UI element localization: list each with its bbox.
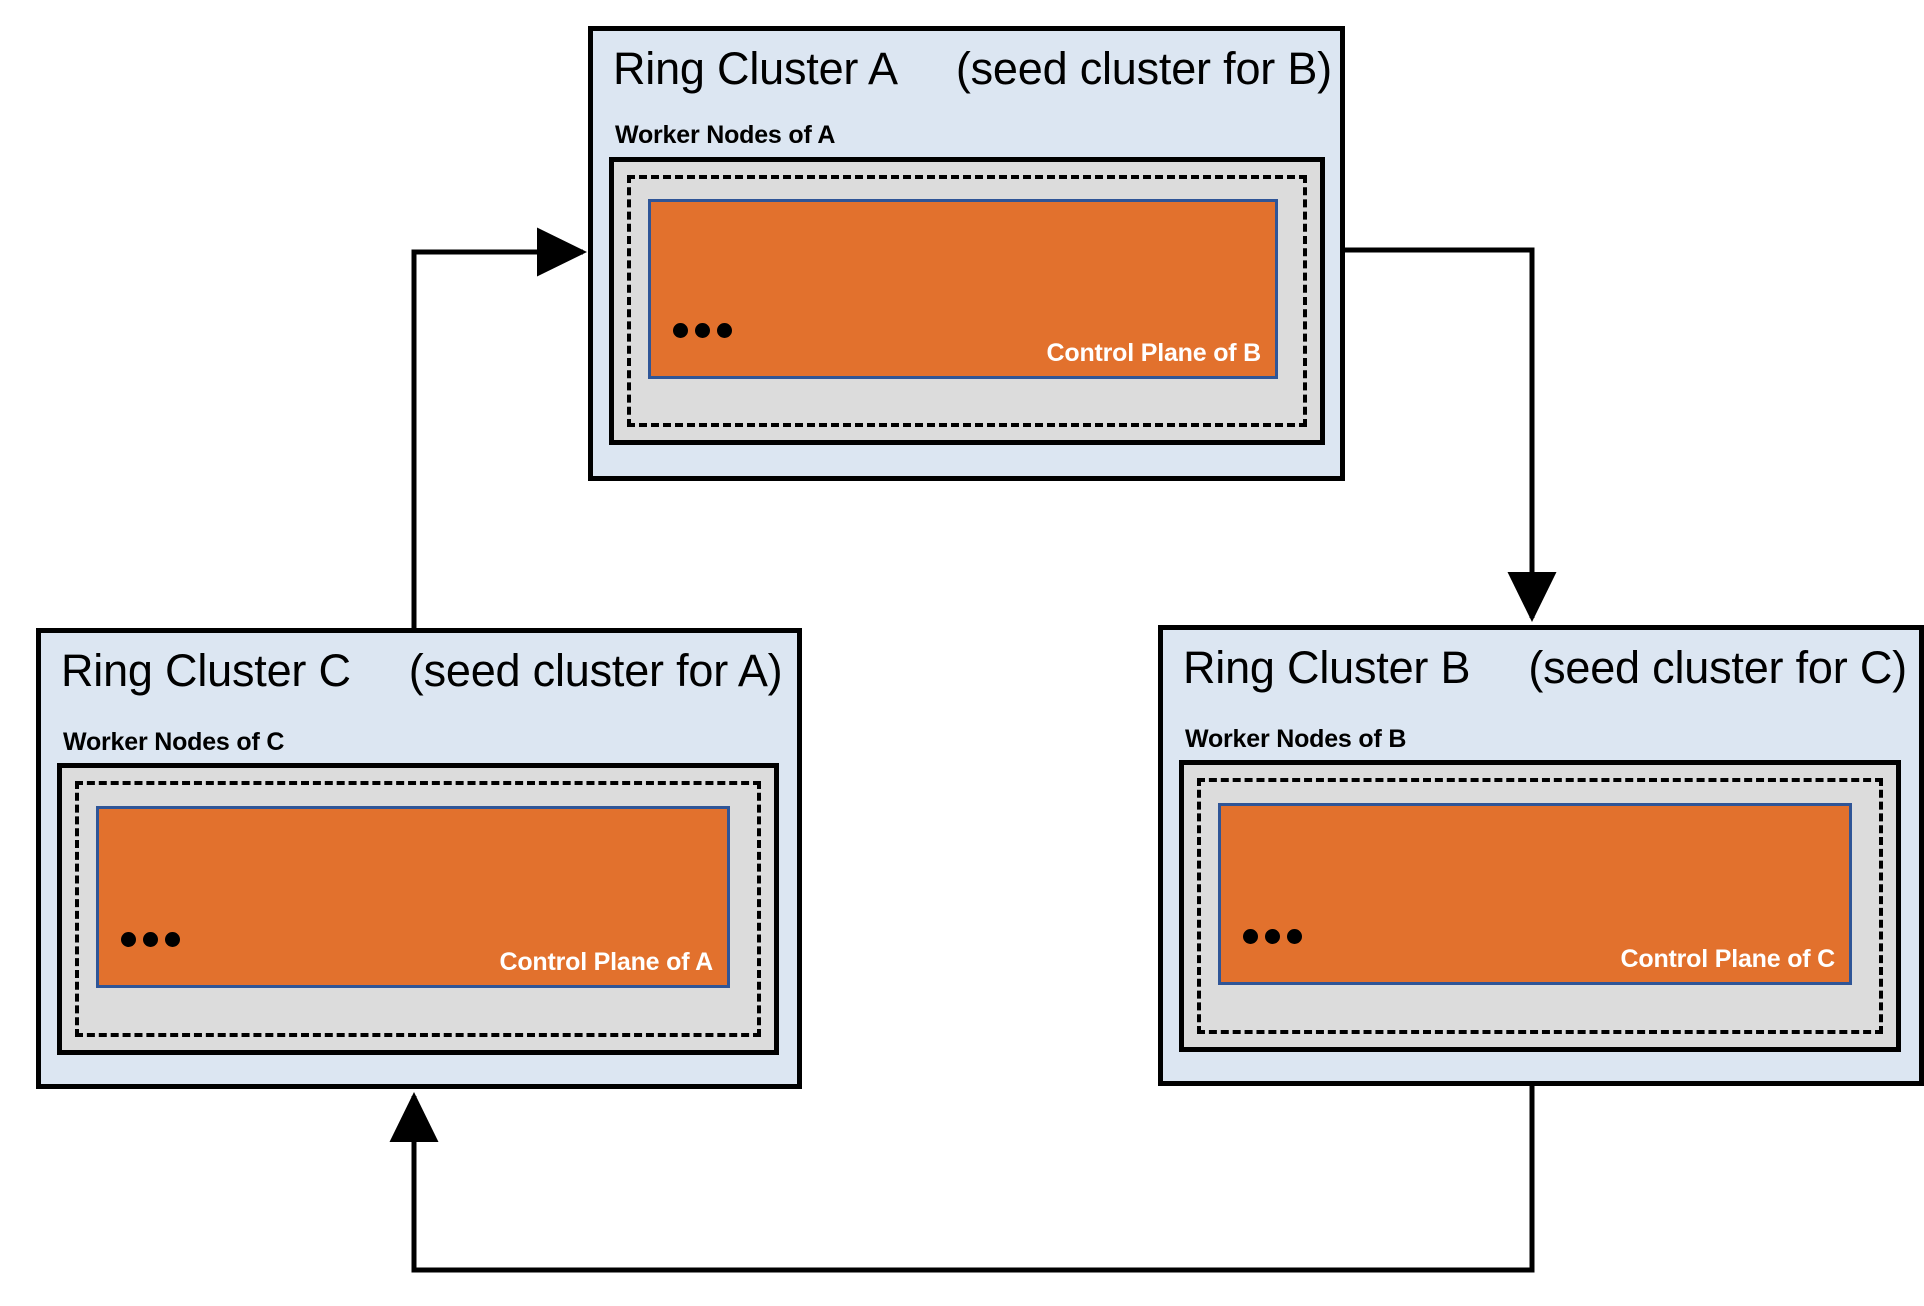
cluster-a-worker-label: Worker Nodes of A [615, 121, 836, 149]
cluster-a-ellipsis-dots [673, 323, 732, 338]
cluster-c-control-plane[interactable]: Control Plane of A [96, 806, 730, 988]
cluster-a-title: Ring Cluster A (seed cluster for B) [613, 43, 1332, 95]
dot-1 [673, 323, 688, 338]
cluster-a-seed-note: (seed cluster for B) [955, 43, 1332, 94]
cluster-b-title: Ring Cluster B (seed cluster for C) [1183, 642, 1907, 694]
dot-2 [143, 932, 158, 947]
cluster-a[interactable]: Ring Cluster A (seed cluster for B) Worke… [588, 26, 1345, 481]
dot-2 [695, 323, 710, 338]
cluster-a-name: Ring Cluster A [613, 43, 898, 94]
cluster-a-control-plane[interactable]: Control Plane of B [648, 199, 1278, 379]
cluster-b-name: Ring Cluster B [1183, 642, 1471, 693]
cluster-b-node-boundary [1197, 778, 1883, 1034]
cluster-c-title: Ring Cluster C (seed cluster for A) [61, 645, 783, 697]
cluster-b-control-plane-label: Control Plane of C [1620, 945, 1836, 973]
cluster-b-control-plane[interactable]: Control Plane of C [1218, 803, 1852, 985]
dot-3 [1287, 929, 1302, 944]
cluster-c[interactable]: Ring Cluster C (seed cluster for A) Worke… [36, 628, 802, 1089]
cluster-b-seed-note: (seed cluster for C) [1528, 642, 1907, 693]
cluster-c-name: Ring Cluster C [61, 645, 351, 696]
connector-a-to-b [1345, 247, 1557, 623]
cluster-c-control-plane-label: Control Plane of A [499, 948, 713, 976]
cluster-b-ellipsis-dots [1243, 929, 1302, 944]
cluster-c-ellipsis-dots [121, 932, 180, 947]
cluster-b-worker-label: Worker Nodes of B [1185, 725, 1407, 753]
dot-2 [1265, 929, 1280, 944]
cluster-a-worker-nodegroup[interactable]: Control Plane of B [609, 157, 1325, 445]
connector-b-to-c [389, 1085, 1535, 1273]
cluster-b-worker-nodegroup[interactable]: Control Plane of C [1179, 760, 1901, 1052]
cluster-a-control-plane-label: Control Plane of B [1046, 339, 1262, 367]
dot-1 [121, 932, 136, 947]
connector-c-to-a [411, 227, 588, 628]
cluster-c-seed-note: (seed cluster for A) [408, 645, 783, 696]
dot-3 [717, 323, 732, 338]
dot-3 [165, 932, 180, 947]
cluster-b[interactable]: Ring Cluster B (seed cluster for C) Worke… [1158, 625, 1924, 1086]
cluster-a-node-boundary [627, 175, 1307, 427]
cluster-c-node-boundary [75, 781, 761, 1037]
cluster-c-worker-label: Worker Nodes of C [63, 728, 285, 756]
cluster-c-worker-nodegroup[interactable]: Control Plane of A [57, 763, 779, 1055]
dot-1 [1243, 929, 1258, 944]
